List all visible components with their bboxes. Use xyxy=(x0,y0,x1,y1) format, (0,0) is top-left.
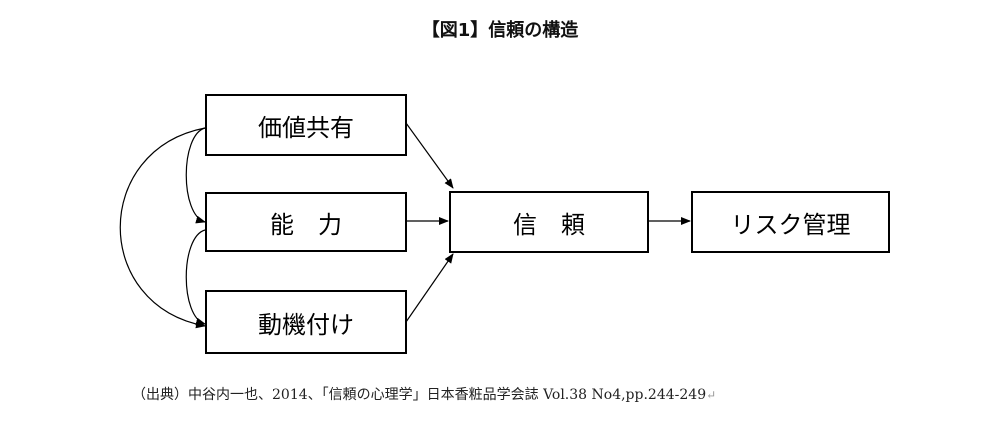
return-mark-icon: ↵ xyxy=(706,388,717,402)
motivation-box: 動機付け xyxy=(205,290,407,354)
value-sharing-box: 価値共有 xyxy=(205,94,407,156)
source-citation: （出典）中谷内一也、2014、「信頼の心理学」日本香粧品学会誌 Vol.38 N… xyxy=(132,384,716,404)
source-text: （出典）中谷内一也、2014、「信頼の心理学」日本香粧品学会誌 Vol.38 N… xyxy=(132,387,707,403)
risk-management-box: リスク管理 xyxy=(691,191,890,253)
diagram-title: 【図1】信頼の構造 xyxy=(421,20,579,41)
ability-box: 能 力 xyxy=(205,192,407,252)
arrow-value-to-trust xyxy=(405,122,454,189)
arrow-motivation-to-trust xyxy=(405,253,454,323)
curve-ability-motivation xyxy=(185,223,215,326)
trust-box: 信 頼 xyxy=(449,191,649,253)
curve-value-motivation xyxy=(119,122,215,329)
curve-value-ability xyxy=(185,121,215,224)
